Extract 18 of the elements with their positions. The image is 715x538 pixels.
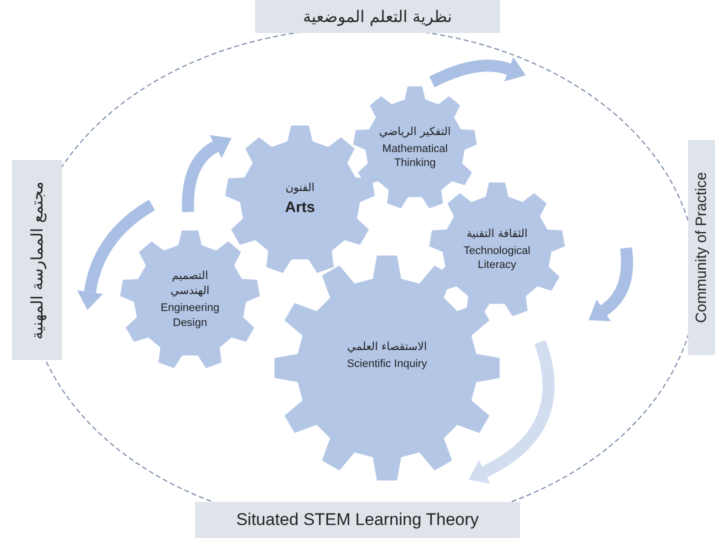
gear-label: Mathematical Thinking xyxy=(381,142,449,172)
gear-label: Scientific Inquiry xyxy=(346,357,428,372)
label-text: Situated STEM Learning Theory xyxy=(236,510,479,530)
gear-label: Technological Literacy xyxy=(462,244,532,274)
gear-label: التصميم الهندسي xyxy=(170,269,210,299)
label-text: نظرية التعلم الموضعية xyxy=(303,7,452,26)
gear-label: Arts xyxy=(284,198,315,218)
label-text: Community of Practice xyxy=(693,172,710,323)
gear-label: الاستقصاء العلمي xyxy=(347,340,427,355)
label-box xyxy=(255,0,500,33)
label-box xyxy=(12,160,62,360)
gear-label: الفنون xyxy=(285,181,315,196)
gear-label: Engineering Design xyxy=(160,301,220,331)
gear-label: التفكير الرياضي xyxy=(379,124,451,140)
label-text: مجتمع الممارسة المهنية xyxy=(28,180,46,340)
label-box xyxy=(688,140,715,355)
label-box xyxy=(195,502,520,538)
gear-label: الثقافة التقنية xyxy=(466,226,528,242)
